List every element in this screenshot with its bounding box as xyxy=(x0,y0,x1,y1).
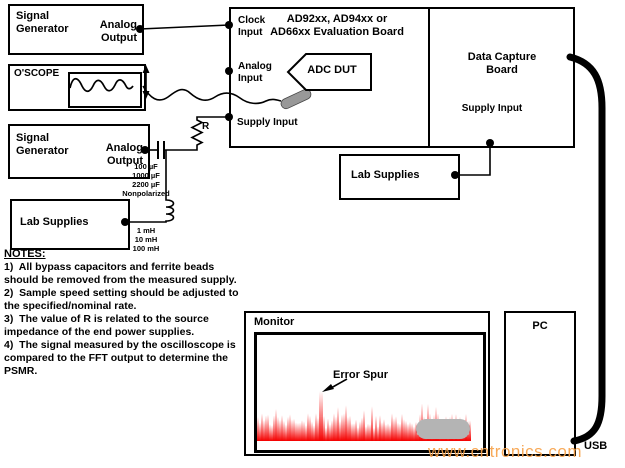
pc-title: PC xyxy=(532,320,548,332)
error-spur-arrow-head xyxy=(322,384,334,392)
usb-label: USB xyxy=(584,440,608,452)
adc-dut-label: ADC DUT xyxy=(307,64,357,76)
clock-wire xyxy=(139,24,230,30)
capacitor-value: Nonpolarized xyxy=(122,189,170,198)
probe-lead-wire xyxy=(142,85,282,105)
capacitor-value: 2200 µF xyxy=(132,180,160,189)
analog-input-label: Analog Input xyxy=(238,61,272,84)
notes-heading: NOTES: xyxy=(4,248,46,260)
resistor-label: R xyxy=(202,121,210,132)
error-spur-label: Error Spur xyxy=(333,369,389,381)
notes-list: 1) All bypass capacitors and ferrite bea… xyxy=(4,261,244,378)
signal-generator-top-box: Signal Generator Analog Output xyxy=(8,4,144,55)
error-spur-arrow xyxy=(330,378,348,389)
usb-cable xyxy=(566,53,606,445)
dcb-supply-input-label: Supply Input xyxy=(461,103,523,114)
evaluation-board-box: AD92xx, AD94xx or AD66xx Evaluation Boar… xyxy=(229,7,430,148)
supply-input-label: Supply Input xyxy=(237,117,298,128)
note-item: 1) All bypass capacitors and ferrite bea… xyxy=(4,261,237,286)
scope-waveform xyxy=(69,77,134,93)
clock-input-label: Clock Input xyxy=(238,15,266,38)
oscilloscope-screen xyxy=(68,72,142,108)
lab-supplies-right-box: Lab Supplies xyxy=(339,154,460,200)
signal-generator-top-port-label: Analog Output xyxy=(99,19,137,44)
note-item: 3) The value of R is related to the sour… xyxy=(4,313,212,338)
lab-supplies-left-title: Lab Supplies xyxy=(20,216,89,228)
note-item: 4) The signal measured by the oscillosco… xyxy=(4,339,239,377)
inductor-value: 10 mH xyxy=(134,235,158,244)
evaluation-board-title: AD92xx, AD94xx or AD66xx Evaluation Boar… xyxy=(270,13,404,38)
pc-box: PC xyxy=(504,311,576,456)
oscilloscope-title: O'SCOPE xyxy=(14,68,60,79)
oscilloscope-probe xyxy=(280,88,312,110)
capacitor-value: 100 µF xyxy=(134,162,158,171)
signal-generator-bottom-box: Signal Generator Analog Output xyxy=(8,124,150,179)
resistor-symbol xyxy=(164,116,229,151)
siggen-bottom-port-dot xyxy=(141,146,149,154)
watermark: www.cntronics.com xyxy=(428,442,582,461)
notes-section: NOTES: 1) All bypass capacitors and ferr… xyxy=(4,248,244,378)
note-item: 2) Sample speed setting should be adjust… xyxy=(4,287,242,312)
monitor-screen xyxy=(254,332,486,453)
lab-supplies-left-port-dot xyxy=(121,218,129,226)
data-capture-board-box: Data Capture Board Supply Input xyxy=(428,7,575,148)
inductor-symbol xyxy=(125,150,175,223)
lab-supplies-left-box: Lab Supplies xyxy=(10,199,130,250)
adc-dut-shape xyxy=(286,53,372,91)
lab-supplies-right-title: Lab Supplies xyxy=(351,169,420,181)
lab-supplies-right-port-dot xyxy=(451,171,459,179)
oscilloscope-box: O'SCOPE xyxy=(8,64,146,111)
inductor-value: 1 mH xyxy=(136,226,156,235)
censor-blob xyxy=(416,419,470,439)
signal-generator-bottom-title: Signal Generator xyxy=(16,132,69,157)
data-capture-board-title: Data Capture Board xyxy=(467,51,537,76)
monitor-box: Monitor xyxy=(244,311,490,456)
signal-generator-top-title: Signal Generator xyxy=(16,10,69,35)
dcb-supply-input-dot xyxy=(486,139,494,147)
capacitor-value: 1000 µF xyxy=(132,171,160,180)
inductor-value: 100 mH xyxy=(132,244,160,253)
dcb-supply-wire xyxy=(455,145,491,176)
signal-generator-bottom-port-label: Analog Output xyxy=(105,142,143,167)
monitor-title: Monitor xyxy=(254,316,295,328)
